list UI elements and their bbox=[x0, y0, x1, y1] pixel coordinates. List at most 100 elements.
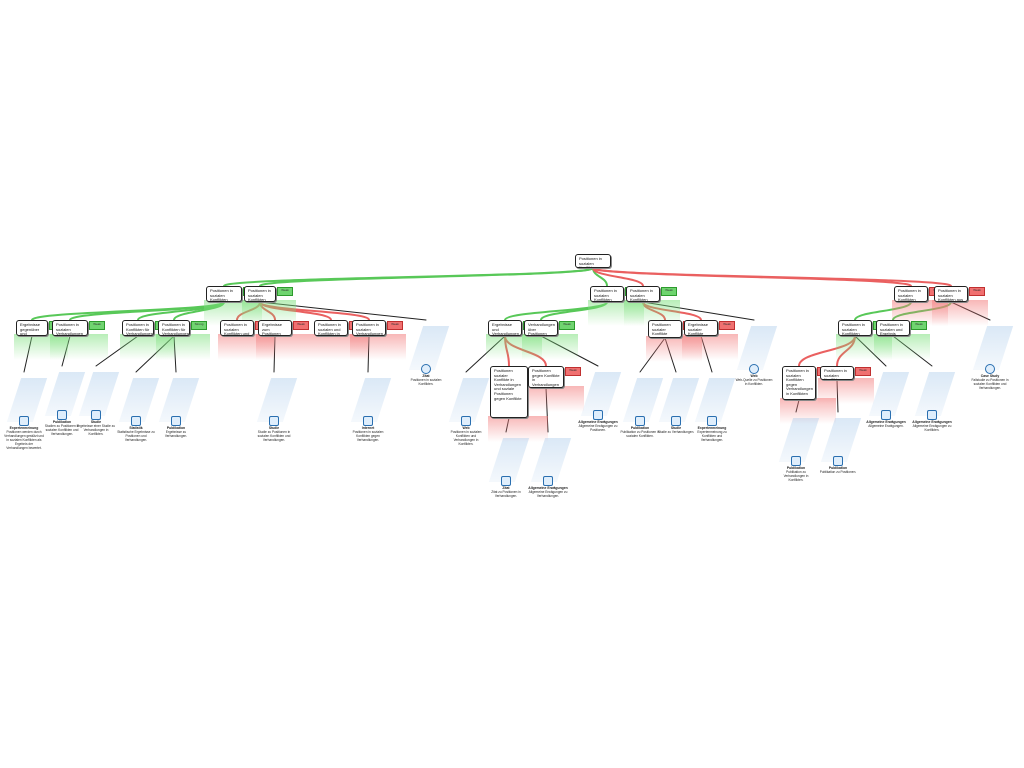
claim-level2[interactable]: Ergebnisse sozialer Konflikte gegen Verh… bbox=[684, 320, 718, 336]
claim-level2-text: Ergebnisse gegenüber und Ergebnisse bbox=[20, 322, 41, 336]
claim-level3[interactable]: Positionen sozialer Konflikte in Verhand… bbox=[490, 366, 528, 418]
document-icon bbox=[749, 364, 759, 374]
evidence-kind: Internet bbox=[361, 426, 375, 430]
root-claim[interactable]: Positionen in sozialen Konflikten gegen.… bbox=[575, 254, 611, 268]
claim-level2[interactable]: Positionen in Konflikten für Verhandlung… bbox=[158, 320, 190, 336]
evidence-kind: Publikation bbox=[786, 466, 806, 470]
claim-level2-text: Ergebnisse und Verhandlungen ergeben sic… bbox=[492, 322, 519, 336]
claim-level2[interactable]: Ergebnisse und Verhandlungen ergeben sic… bbox=[488, 320, 522, 336]
claim-level2[interactable]: Ergebnisse gegenüber und Ergebnisse bbox=[16, 320, 48, 336]
document-icon bbox=[593, 410, 603, 420]
evidence-kind: Studie bbox=[670, 426, 682, 430]
claim-level2[interactable]: Positionen in sozialen und Ergebnis Verh… bbox=[876, 320, 910, 336]
claim-level2[interactable]: Positionen in sozialen Verhandlungen geg… bbox=[52, 320, 88, 336]
evidence-kind: Publikation bbox=[52, 420, 72, 424]
evidence-kind: Allgemeine Erwägungen bbox=[866, 420, 906, 424]
claim-level2-support-band bbox=[312, 334, 368, 360]
evidence-kind: Allgemeine Erwägungen bbox=[578, 420, 618, 424]
document-icon bbox=[57, 410, 67, 420]
evidence-text: Positionen in sozialen Konflikten gegen … bbox=[352, 429, 384, 442]
claim-level3[interactable]: Positionen in sozialen Konflikten bbox=[820, 366, 854, 380]
document-icon bbox=[501, 476, 511, 486]
document-icon bbox=[881, 410, 891, 420]
document-icon bbox=[671, 416, 681, 426]
claim-level3-support-band bbox=[526, 386, 584, 412]
document-icon bbox=[91, 410, 101, 420]
claim-level2[interactable]: Positionen in sozialen Konflikten bbox=[838, 320, 872, 336]
evidence-kind: Zitat bbox=[502, 486, 510, 490]
claim-level2[interactable]: Positionen in sozialen Verhandlungen bbox=[352, 320, 386, 336]
claim-level2[interactable]: Ergebnisse zum Positionen Konflikten bbox=[258, 320, 292, 336]
evidence-text: Allgemeine Erwägungen zu Konflikten. bbox=[912, 423, 952, 432]
evidence-kind: Allgemeine Erwägungen bbox=[528, 486, 568, 490]
claim-level1[interactable]: Positionen in sozialen Konflikten stabil… bbox=[244, 286, 276, 302]
claim-level2-strength-tag: Weak bbox=[719, 321, 735, 330]
document-icon bbox=[461, 416, 471, 426]
claim-level3-text: Positionen gegen Konflikte in Verhandlun… bbox=[532, 368, 560, 387]
evidence-kind: Web bbox=[462, 426, 470, 430]
document-icon bbox=[985, 364, 995, 374]
evidence-text: Publikation zu Positionen in sozialen Ko… bbox=[620, 429, 660, 438]
claim-level2-text: Positionen in Konflikten für Verhandlung… bbox=[126, 322, 153, 336]
document-icon bbox=[707, 416, 717, 426]
evidence-kind: Zitat bbox=[422, 374, 430, 378]
claim-level3-text: Positionen in sozialen Konflikten bbox=[824, 368, 847, 380]
claim-level2-support-band bbox=[218, 334, 274, 360]
evidence-text: Positionen in sozialen Konflikten. bbox=[410, 377, 442, 386]
claim-level2[interactable]: Positionen in sozialen und Konflikten in… bbox=[314, 320, 348, 336]
evidence-text: Allgemeine Erwägungen zu Positionen. bbox=[578, 423, 618, 432]
evidence-kind: Expertenmeinung bbox=[9, 426, 39, 430]
claim-level3-support-band bbox=[488, 416, 548, 442]
evidence-kind: Publikation bbox=[828, 466, 848, 470]
evidence-text: Positionen in sozialen Konflikten und Ve… bbox=[450, 429, 482, 446]
claim-level2[interactable]: Positionen in sozialen Konflikten und Ve… bbox=[220, 320, 254, 336]
claim-level1[interactable]: Positionen in sozialen Konflikten gegen … bbox=[590, 286, 624, 302]
claim-level3[interactable]: Positionen in sozialen Konflikten gegen … bbox=[782, 366, 816, 400]
claim-level1-text: Positionen in sozialen Konflikten aus Ko… bbox=[938, 288, 964, 302]
evidence-text: Studie zu Verhandlungen. bbox=[657, 429, 695, 434]
claim-level3-text: Positionen sozialer Konflikte in Verhand… bbox=[494, 368, 522, 401]
claim-level3-strength-tag: Weak bbox=[565, 367, 581, 376]
claim-level1[interactable]: Positionen in sozialen Konflikten stabil… bbox=[206, 286, 242, 302]
claim-level3-strength-tag: Weak bbox=[855, 367, 871, 376]
claim-level1[interactable]: Positionen in sozialen Konflikten gegen … bbox=[626, 286, 660, 302]
claim-level2[interactable]: Verhandlungen über Positionen gegen Verh… bbox=[524, 320, 558, 336]
claim-level1[interactable]: Positionen in sozialen Konflikten aus Ko… bbox=[934, 286, 968, 302]
claim-level2[interactable]: Positionen in Konflikten für Verhandlung… bbox=[122, 320, 154, 336]
claim-level3[interactable]: Positionen gegen Konflikte in Verhandlun… bbox=[528, 366, 564, 388]
document-icon bbox=[131, 416, 141, 426]
claim-level1[interactable]: Positionen in sozialen Konflikten gegen … bbox=[894, 286, 928, 302]
evidence-text: Allgemeine Erwägungen zu Verhandlungen. bbox=[528, 489, 568, 498]
document-icon bbox=[171, 416, 181, 426]
claim-level2-text: Positionen in sozialen und Konflikten in… bbox=[318, 322, 341, 336]
claim-level2-support-band bbox=[646, 336, 702, 362]
evidence-kind: Web bbox=[750, 374, 758, 378]
claim-level1-text: Positionen in sozialen Konflikten gegen … bbox=[594, 288, 617, 302]
claim-level2-text: Positionen in sozialen Konflikten und Ve… bbox=[224, 322, 250, 336]
connector-root bbox=[592, 267, 952, 287]
claim-level2[interactable]: Positionen sozialer Konflikte gegen Verh… bbox=[648, 320, 682, 338]
evidence-text: Web-Quelle zu Positionen in Konflikten. bbox=[735, 377, 773, 386]
claim-level2-strength-tag: Weak bbox=[559, 321, 575, 330]
